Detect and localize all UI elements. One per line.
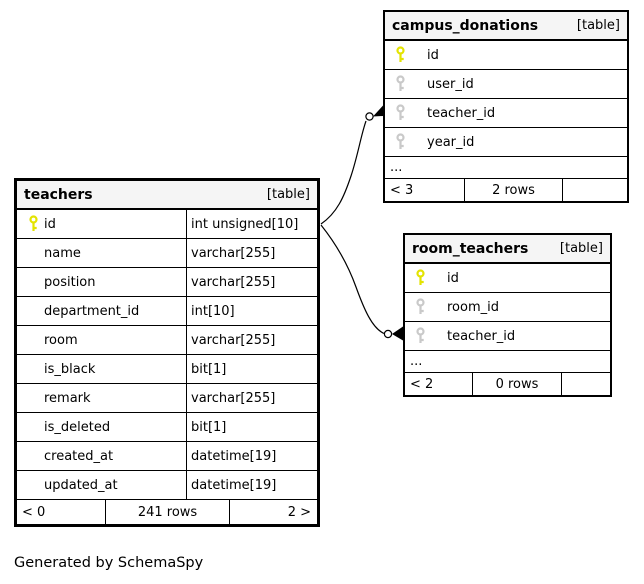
row-count: 2 rows: [465, 179, 563, 201]
table-room-teachers-header: room_teachers [table]: [405, 235, 610, 264]
column-row-year-id[interactable]: year_id: [385, 128, 627, 157]
next-relations-count: [563, 179, 627, 201]
column-row-remark[interactable]: remark varchar[255]: [17, 384, 317, 413]
next-relations-count: [562, 373, 610, 395]
column-row-user-id[interactable]: user_id: [385, 70, 627, 99]
table-title: campus_donations: [392, 17, 539, 34]
column-row-room[interactable]: room varchar[255]: [17, 326, 317, 355]
column-name: is_black: [44, 361, 96, 377]
column-name: department_id: [44, 303, 140, 319]
column-name: is_deleted: [44, 419, 111, 435]
column-name: name: [44, 245, 81, 261]
column-type: varchar[255]: [191, 390, 276, 406]
table-campus-donations-header: campus_donations [table]: [385, 12, 627, 41]
column-type: varchar[255]: [191, 245, 276, 261]
prev-relations-count[interactable]: < 2: [405, 373, 473, 395]
prev-relations-count[interactable]: < 0: [17, 500, 106, 524]
foreign-key-icon: [394, 104, 407, 122]
column-type: varchar[255]: [191, 332, 276, 348]
column-name: teacher_id: [447, 328, 516, 344]
column-name: id: [447, 270, 459, 286]
table-teachers[interactable]: teachers [table] id int unsigned[10] nam…: [14, 178, 320, 527]
column-row-position[interactable]: position varchar[255]: [17, 268, 317, 297]
primary-key-icon: [414, 269, 427, 287]
column-row-teacher-id[interactable]: teacher_id: [405, 322, 610, 351]
primary-key-icon: [27, 215, 40, 233]
prev-relations-count[interactable]: < 3: [385, 179, 465, 201]
row-count: 241 rows: [106, 500, 230, 524]
table-teachers-header: teachers [table]: [17, 181, 317, 210]
primary-key-icon: [394, 46, 407, 64]
table-type-tag: [table]: [576, 18, 620, 33]
column-type: bit[1]: [191, 419, 227, 435]
column-name: remark: [44, 390, 91, 406]
column-type: bit[1]: [191, 361, 227, 377]
column-name: position: [44, 274, 96, 290]
table-type-tag: [table]: [559, 241, 603, 256]
table-room-teachers-footer: < 2 0 rows: [405, 373, 610, 395]
column-name: created_at: [44, 448, 114, 464]
column-name: id: [427, 47, 439, 63]
table-title: teachers: [24, 186, 93, 203]
column-name: room: [44, 332, 78, 348]
column-row-is-black[interactable]: is_black bit[1]: [17, 355, 317, 384]
hidden-columns-ellipsis: ...: [385, 157, 627, 179]
foreign-key-icon: [394, 133, 407, 151]
column-row-department-id[interactable]: department_id int[10]: [17, 297, 317, 326]
column-name: room_id: [447, 299, 499, 315]
column-row-updated-at[interactable]: updated_at datetime[19]: [17, 471, 317, 500]
column-row-name[interactable]: name varchar[255]: [17, 239, 317, 268]
column-type: int unsigned[10]: [191, 216, 299, 232]
column-type: datetime[19]: [191, 448, 277, 464]
foreign-key-icon: [414, 327, 427, 345]
column-type: int[10]: [191, 303, 235, 319]
row-count: 0 rows: [473, 373, 562, 395]
column-type: datetime[19]: [191, 477, 277, 493]
hidden-columns-ellipsis: ...: [405, 351, 610, 373]
column-name: id: [44, 216, 56, 232]
table-campus-donations-footer: < 3 2 rows: [385, 179, 627, 201]
column-type: varchar[255]: [191, 274, 276, 290]
generated-by-credit: Generated by SchemaSpy: [14, 555, 204, 571]
column-row-room-id[interactable]: room_id: [405, 293, 610, 322]
relationship-teachers-room-teachers: [320, 224, 403, 341]
table-room-teachers[interactable]: room_teachers [table] id room_id teacher…: [403, 233, 612, 397]
column-row-id[interactable]: id int unsigned[10]: [17, 210, 317, 239]
relationship-teachers-campus-donations: [320, 105, 383, 225]
column-name: year_id: [427, 134, 475, 150]
table-teachers-footer: < 0 241 rows 2 >: [17, 500, 317, 524]
column-name: updated_at: [44, 477, 118, 493]
column-row-is-deleted[interactable]: is_deleted bit[1]: [17, 413, 317, 442]
column-name: teacher_id: [427, 105, 496, 121]
next-relations-count[interactable]: 2 >: [287, 504, 311, 520]
column-row-teacher-id[interactable]: teacher_id: [385, 99, 627, 128]
table-campus-donations[interactable]: campus_donations [table] id user_id teac…: [383, 10, 629, 203]
foreign-key-icon: [414, 298, 427, 316]
foreign-key-icon: [394, 75, 407, 93]
column-row-created-at[interactable]: created_at datetime[19]: [17, 442, 317, 471]
column-name: user_id: [427, 76, 474, 92]
table-type-tag: [table]: [266, 187, 310, 202]
column-row-id[interactable]: id: [385, 41, 627, 70]
column-row-id[interactable]: id: [405, 264, 610, 293]
table-title: room_teachers: [412, 240, 529, 257]
